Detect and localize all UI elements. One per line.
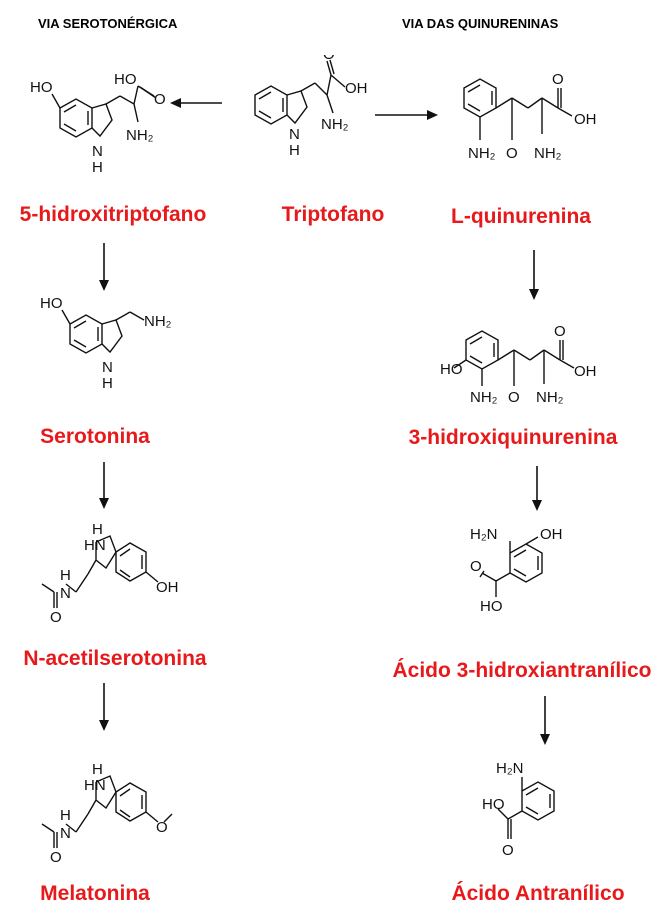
label-serotonin: Serotonina (40, 425, 150, 448)
atom-h: H (289, 142, 300, 159)
atom-h-indole: H (92, 521, 103, 538)
label-n-acetylserotonin: N-acetilserotonina (23, 647, 207, 670)
l-kynurenine-structure: O OH NH₂ O NH₂ (463, 71, 597, 162)
atom-o: O (50, 849, 62, 866)
3-hydroxykynurenine-structure: HO O OH NH₂ O NH₂ (440, 323, 597, 406)
arrow-trp-to-5htp (170, 98, 222, 108)
arrow-trp-to-kyn (375, 110, 438, 120)
atom-oh: OH (345, 80, 368, 97)
atom-o: O (552, 71, 564, 88)
arrow-serotonin-to-nas (99, 462, 109, 509)
atom-h-amide: H (60, 807, 71, 824)
atom-oh: OH (574, 111, 597, 128)
label-anthranilic-acid: Ácido Antranílico (451, 882, 625, 905)
anthranilic-acid-structure: H₂N HO O (482, 760, 555, 859)
arrow-kyn-to-3hk (529, 250, 539, 300)
atom-h: H (102, 375, 113, 392)
atom-nh2-alpha: NH₂ (534, 145, 562, 162)
atom-h-indole: H (92, 761, 103, 778)
atom-oh: OH (574, 363, 597, 380)
header-serotonergic-pathway: VIA SEROTONÉRGICA (38, 16, 178, 31)
atom-o: O (554, 323, 566, 340)
atom-o: O (154, 91, 166, 108)
atom-hn: HN (84, 777, 106, 794)
atom-n-amide: N (60, 585, 71, 602)
atom-n: N (92, 143, 103, 160)
label-l-kynurenine: L-quinurenina (451, 205, 591, 228)
atom-oh: OH (156, 579, 179, 596)
atom-o: O (50, 609, 62, 626)
atom-nh2-alpha: NH₂ (536, 389, 564, 406)
header-kynurenine-pathway: VIA DAS QUINURENINAS (402, 16, 559, 31)
atom-ho: HO (40, 295, 63, 312)
label-5-hydroxytryptophan: 5-hidroxitriptofano (19, 203, 207, 226)
atom-nh2: NH₂ (321, 116, 349, 133)
atom-hn: HN (84, 537, 106, 554)
atom-o-methoxy: O (156, 819, 168, 836)
3-hydroxyanthranilic-acid-structure: H₂N OH O HO (470, 526, 563, 615)
atom-ho: HO (30, 79, 53, 96)
atom-o-ketone: O (508, 389, 520, 406)
serotonin-structure: HO NH₂ N H (40, 295, 172, 392)
label-3-hydroxykynurenine: 3-hidroxiquinurenina (408, 426, 618, 449)
atom-h-amide: H (60, 567, 71, 584)
tryptophan-structure: O OH NH₂ N H (254, 55, 368, 159)
atom-o-ketone: O (506, 145, 518, 162)
n-acetylserotonin-structure: H HN OH H N O (41, 521, 179, 626)
atom-nh2: NH₂ (470, 389, 498, 406)
atom-o: O (323, 55, 335, 63)
atom-n-amide: N (60, 825, 71, 842)
atom-n: N (289, 126, 300, 143)
atom-nh2: NH₂ (468, 145, 496, 162)
atom-ho-acid: HO (114, 72, 137, 88)
atom-nh2: NH₂ (144, 313, 172, 330)
label-3-hydroxyanthranilic-acid: Ácido 3-hidroxiantranílico (392, 659, 652, 682)
atom-o: O (502, 842, 514, 859)
atom-n: N (102, 359, 113, 376)
arrow-nas-to-melatonin (99, 683, 109, 731)
label-melatonin: Melatonina (40, 882, 150, 905)
arrow-3haa-to-aa (540, 696, 550, 745)
melatonin-structure: H HN O H N O (41, 761, 173, 866)
atom-o: O (470, 558, 482, 575)
atom-ho: HO (482, 796, 505, 813)
5-hydroxytryptophan-structure: HO HO O NH₂ N H (30, 72, 166, 176)
atom-oh: OH (540, 526, 563, 543)
atom-ho: HO (480, 598, 503, 615)
arrow-5htp-to-serotonin (99, 243, 109, 291)
arrow-3hk-to-3haa (532, 466, 542, 511)
label-tryptophan: Triptofano (281, 203, 385, 226)
atom-nh2: NH₂ (126, 127, 154, 144)
atom-h2n: H₂N (496, 760, 524, 777)
atom-h2n: H₂N (470, 526, 498, 543)
atom-ho: HO (440, 361, 463, 378)
atom-h: H (92, 159, 103, 176)
